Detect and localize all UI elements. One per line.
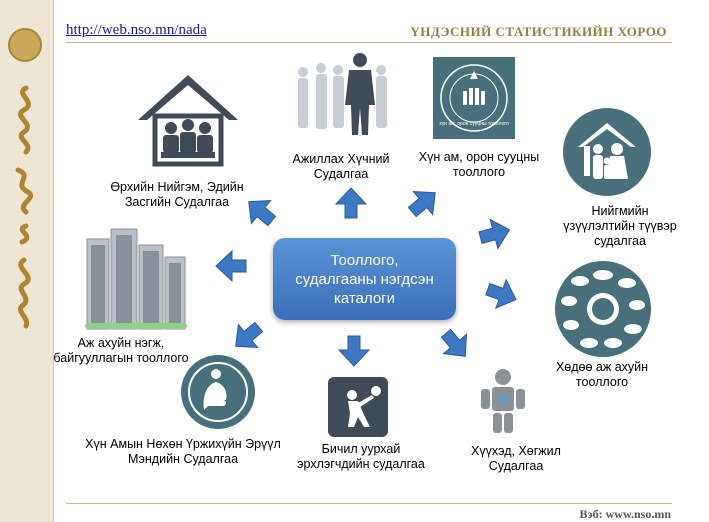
arrow-to-enterprise	[215, 249, 247, 283]
unified-catalog-box[interactable]: Тооллого, судалгааны нэгдсэн каталоги	[273, 238, 456, 320]
mother-child-health-icon	[181, 355, 255, 429]
arrow-to-labour	[334, 187, 368, 219]
family-house-circle-icon	[563, 108, 651, 196]
footer-divider	[66, 503, 672, 504]
header-divider	[66, 42, 672, 43]
agricultural-census-label: Хөдөө аж ахуйн тооллого	[555, 360, 649, 389]
population-census-label: Хүн ам, орон сууцны тооллого	[418, 150, 540, 179]
arrow-to-mining	[337, 335, 371, 367]
arrow-to-child	[440, 328, 468, 357]
footer-website[interactable]: Вэб: www.nso.mn	[579, 507, 671, 521]
nso-logo	[8, 28, 42, 62]
labour-force-people-icon	[298, 53, 387, 135]
arrow-to-census	[407, 190, 436, 218]
artisanal-mining-survey-label: Бичил уурхай эрхлэгчдийн судалгаа	[297, 442, 425, 471]
organization-title: ҮНДЭСНИЙ СТАТИСТИКИЙН ХОРОО	[410, 24, 667, 39]
office-buildings-icon	[85, 228, 187, 330]
enterprise-census-label: Аж ахуйн нэгж, байгууллагын тооллого	[53, 336, 189, 365]
arrow-to-health	[235, 321, 264, 349]
labour-force-survey-label: Ажиллах Хүчний Судалгаа	[292, 152, 390, 181]
arrow-to-household	[248, 199, 277, 227]
social-indicator-survey-label: Нийгмийн үзүүлэлтийн түүвэр судалгаа	[563, 204, 677, 248]
arrow-to-social	[478, 218, 511, 250]
arrow-to-agri	[485, 278, 517, 310]
census-logo-text: хүн ам, орон сууцны тооллого	[439, 121, 509, 127]
catalog-url-link[interactable]: http://web.nso.mn/nada	[66, 22, 207, 38]
sidebar	[0, 0, 54, 522]
reproductive-health-survey-label: Хүн Амын Нөхөн Үржихүйн Эрүүл Мэндийн Су…	[85, 437, 281, 466]
household-house-icon	[138, 75, 238, 167]
mongolian-script-decoration	[15, 85, 33, 329]
population-census-logo-icon: хүн ам, орон сууцны тооллого	[433, 57, 515, 139]
livestock-agriculture-circle-icon	[555, 261, 651, 357]
artisanal-miner-icon	[328, 377, 388, 437]
child-development-survey-label: Хүүхэд, Хөгжил Судалгаа	[471, 444, 561, 473]
household-survey-label: Өрхийн Нийгэм, Эдийн Засгийн Судалгаа	[110, 180, 244, 209]
child-puzzle-icon	[481, 369, 525, 433]
